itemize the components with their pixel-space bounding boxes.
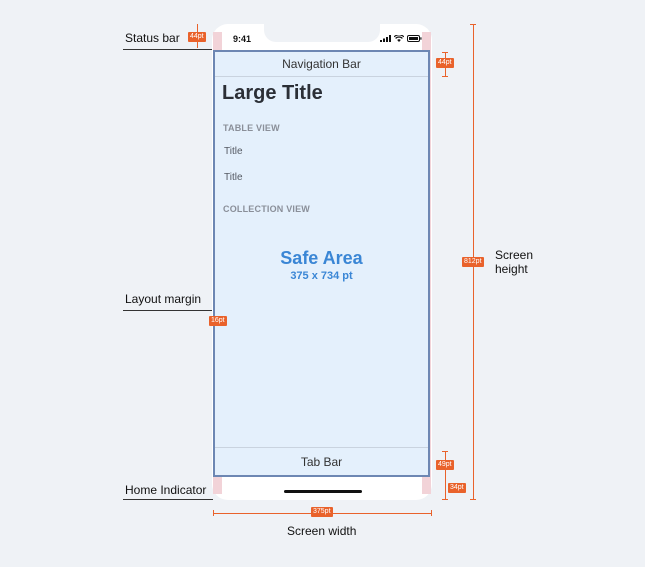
home-indicator-badge: 34pt: [448, 483, 466, 493]
nav-bar-badge: 44pt: [436, 58, 454, 68]
status-time: 9:41: [233, 34, 252, 44]
screen-width-label: Screen width: [287, 524, 357, 538]
tab-bar-tick-top: [442, 451, 448, 452]
layout-margin-label: Layout margin: [125, 292, 202, 306]
home-indicator-leader: [123, 499, 213, 500]
table-row[interactable]: Title: [224, 172, 243, 183]
home-indicator-dimension: [445, 478, 446, 500]
nav-bar-tick-top: [442, 52, 448, 53]
status-bar-leader: [123, 49, 213, 50]
home-indicator-label: Home Indicator: [125, 483, 207, 497]
screen-height-badge: 812pt: [462, 257, 484, 267]
screen-height-label: Screen height: [495, 248, 534, 276]
safe-area-size: 375 x 734 pt: [290, 270, 353, 282]
screen-width-tick-left: [213, 510, 214, 516]
tab-bar[interactable]: Tab Bar: [215, 447, 428, 475]
table-view-header: TABLE VIEW: [223, 123, 280, 133]
screen-width-tick-right: [431, 510, 432, 516]
status-icons: [380, 35, 422, 42]
home-indicator: [284, 490, 362, 493]
signal-icon: [380, 35, 391, 42]
status-bar-badge: 44pt: [188, 32, 206, 42]
notch: [264, 24, 380, 42]
layout-margin-leader: [123, 310, 213, 311]
screen-height-tick-top: [470, 24, 476, 25]
home-indicator-tick-bottom: [442, 499, 448, 500]
nav-bar-tick-bottom: [442, 76, 448, 77]
screen-width-badge: 375pt: [311, 507, 333, 517]
navigation-bar[interactable]: Navigation Bar: [215, 52, 428, 77]
wifi-icon: [394, 35, 404, 42]
table-row[interactable]: Title: [224, 146, 243, 157]
status-bar-label: Status bar: [125, 31, 180, 45]
safe-area: Navigation Bar Large Title TABLE VIEW Ti…: [213, 50, 430, 477]
collection-view-header: COLLECTION VIEW: [223, 204, 310, 214]
battery-icon: [407, 35, 422, 42]
safe-area-title: Safe Area: [280, 248, 363, 268]
tab-bar-badge: 49pt: [436, 460, 454, 470]
phone-mockup: 9:41 Navigation Bar Large Title TABLE VI…: [212, 24, 432, 500]
screen-height-tick-bottom: [470, 499, 476, 500]
large-title: Large Title: [222, 82, 323, 104]
layout-margin-badge: 16pt: [209, 316, 227, 326]
